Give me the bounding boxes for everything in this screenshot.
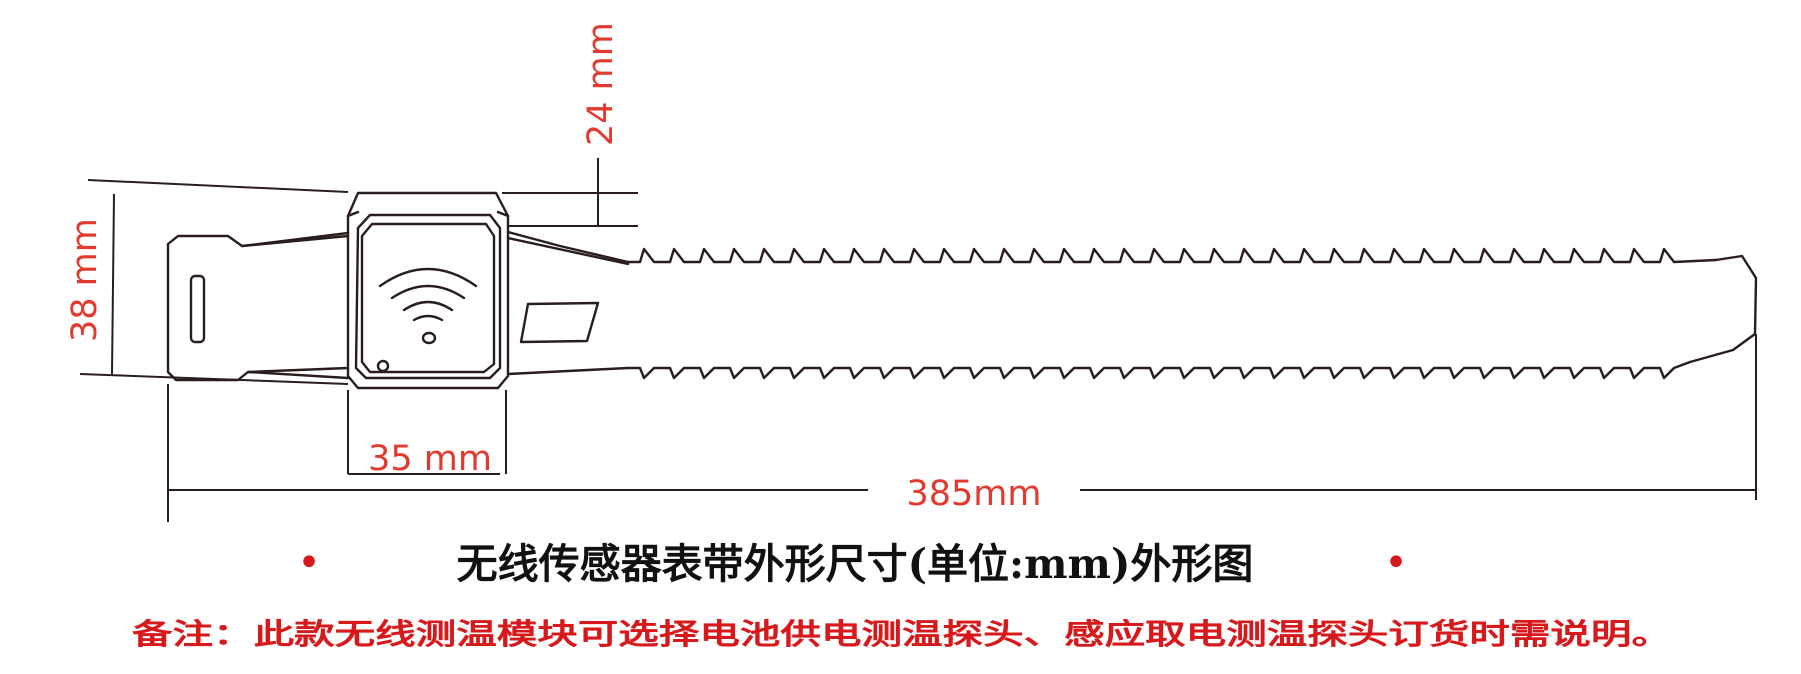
dimension-label-38mm: 38 mm — [65, 218, 105, 342]
wireless-signal-icon — [378, 267, 478, 322]
dimension-label-385mm: 385mm — [907, 474, 1042, 514]
strap-tip — [1688, 254, 1758, 364]
strap-top-edge — [626, 247, 1718, 264]
dimension-label-35mm: 35 mm — [368, 439, 492, 479]
buckle-end — [166, 231, 350, 382]
strap-outline — [166, 230, 1758, 382]
title-bullet-right: • — [1384, 540, 1408, 586]
strap-bottom-edge — [626, 360, 1692, 380]
dimension-lines — [79, 158, 1757, 522]
buckle-slot — [189, 274, 206, 344]
title-bullet-left: • — [297, 540, 321, 586]
order-note: 备注：此款无线测温模块可选择电池供电测温探头、感应取电测温探头订货时需说明。 — [131, 617, 1672, 651]
diagram-title: 无线传感器表带外形尺寸(单位:mm)外形图 — [457, 540, 1254, 588]
dimension-label-24mm: 24 mm — [581, 22, 621, 146]
sensor-housing — [346, 191, 510, 390]
strap-window — [519, 301, 600, 344]
